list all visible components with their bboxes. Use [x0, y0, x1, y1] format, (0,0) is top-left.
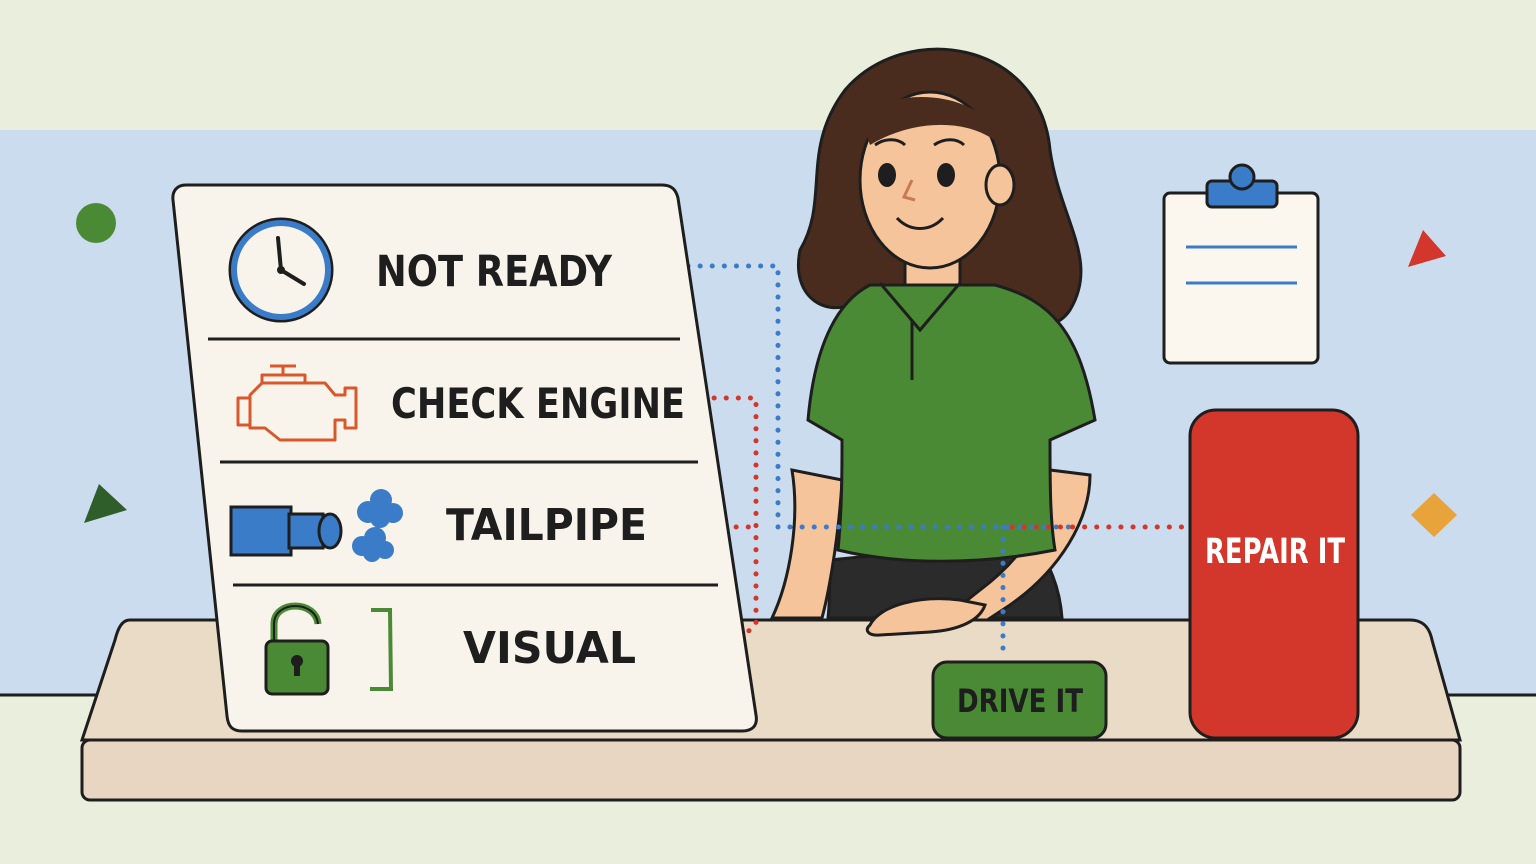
smile — [895, 216, 945, 230]
left-eyebrow — [874, 138, 907, 147]
ear — [984, 163, 1016, 207]
connector-check-engine — [699, 395, 1188, 637]
label-not-ready: NOT READY — [376, 247, 613, 297]
right-eyebrow — [933, 138, 966, 147]
repair-it-button[interactable]: REPAIR IT — [1188, 408, 1360, 740]
label-visual: VISUAL — [463, 623, 636, 674]
red-triangle — [1408, 230, 1446, 267]
shirt-collar — [878, 282, 962, 333]
drive-it-label: DRIVE IT — [957, 682, 1083, 720]
nose — [901, 179, 916, 202]
check-engine-icon — [236, 364, 358, 442]
technician-woman — [769, 47, 1097, 630]
repair-it-label: REPAIR IT — [1205, 532, 1345, 572]
tailpipe-smoke-icon — [229, 489, 403, 562]
right-eye — [937, 163, 955, 187]
hair-fringe — [860, 97, 1005, 150]
checklist-card — [171, 183, 758, 733]
clock-icon — [228, 217, 334, 323]
orange-diamond — [1411, 493, 1457, 537]
connector-not-ready — [685, 263, 1083, 661]
clipboard-icon — [1162, 163, 1320, 365]
green-dot — [76, 203, 116, 243]
open-padlock-icon — [264, 602, 394, 696]
green-shirt — [806, 283, 1097, 563]
label-tailpipe: TAILPIPE — [446, 500, 647, 551]
hand — [865, 597, 987, 637]
label-check-engine: CHECK ENGINE — [391, 379, 685, 428]
dark-green-triangle — [84, 484, 127, 523]
left-eye — [878, 163, 896, 187]
drive-it-button[interactable]: DRIVE IT — [931, 660, 1108, 740]
